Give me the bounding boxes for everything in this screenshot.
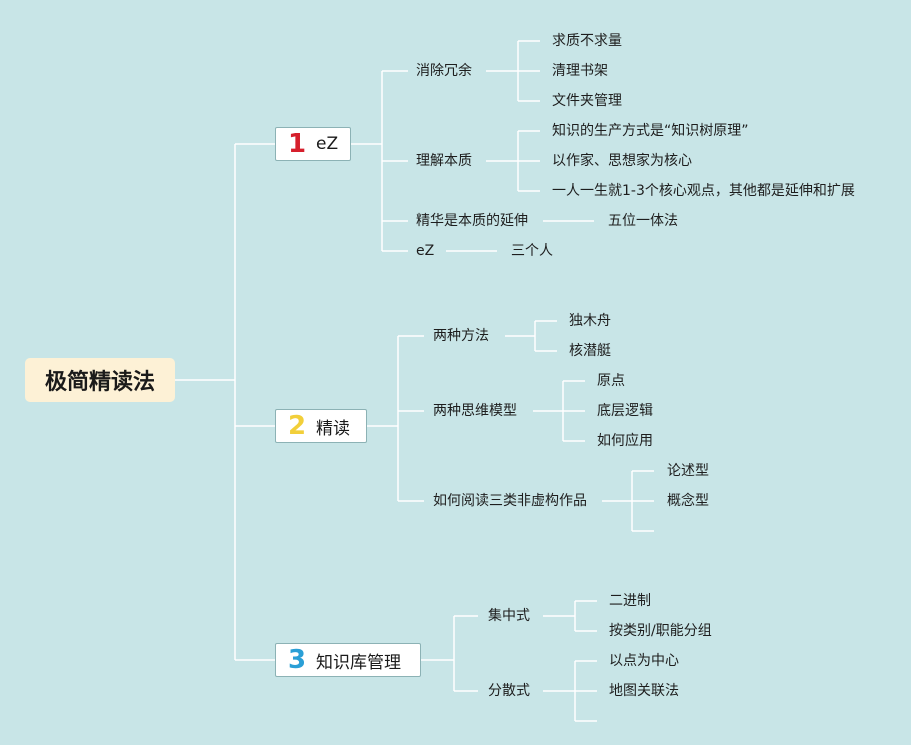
topic-node[interactable]: 集中式 — [488, 608, 530, 624]
number-3-icon: 3 — [287, 645, 307, 675]
leaf-node[interactable]: 求质不求量 — [552, 33, 622, 49]
leaf-node[interactable]: 地图关联法 — [609, 683, 679, 699]
leaf-node[interactable]: 知识的生产方式是“知识树原理” — [552, 123, 749, 139]
number-1-icon: 1 — [287, 129, 307, 159]
leaf-node[interactable]: 以作家、思想家为核心 — [552, 153, 692, 169]
leaf-node[interactable]: 清理书架 — [552, 63, 608, 79]
leaf-node[interactable]: 核潜艇 — [569, 343, 611, 359]
leaf-node[interactable]: 三个人 — [511, 243, 553, 259]
leaf-node[interactable]: 文件夹管理 — [552, 93, 622, 109]
branch-1-node[interactable]: 1 eZ — [275, 127, 351, 161]
leaf-node[interactable]: 原点 — [597, 373, 625, 389]
leaf-node[interactable]: 独木舟 — [569, 313, 611, 329]
topic-node[interactable]: 消除冗余 — [416, 63, 472, 79]
leaf-node[interactable]: 五位一体法 — [608, 213, 678, 229]
topic-node[interactable]: 精华是本质的延伸 — [416, 213, 528, 229]
leaf-node[interactable]: 以点为中心 — [609, 653, 679, 669]
branch-2-node[interactable]: 2 精读 — [275, 409, 367, 443]
topic-node[interactable]: 分散式 — [488, 683, 530, 699]
topic-node[interactable]: eZ — [416, 243, 435, 259]
branch-3-node[interactable]: 3 知识库管理 — [275, 643, 421, 677]
topic-node[interactable]: 理解本质 — [416, 153, 472, 169]
number-2-icon: 2 — [287, 411, 307, 441]
leaf-node[interactable]: 底层逻辑 — [597, 403, 653, 419]
leaf-node[interactable]: 按类别/职能分组 — [609, 623, 712, 639]
leaf-node[interactable]: 二进制 — [609, 593, 651, 609]
leaf-node[interactable]: 一人一生就1-3个核心观点，其他都是延伸和扩展 — [552, 183, 855, 199]
leaf-node[interactable]: 论述型 — [667, 463, 709, 479]
branch-2-label: 精读 — [316, 418, 350, 439]
topic-node[interactable]: 两种方法 — [433, 328, 489, 344]
root-node[interactable]: 极简精读法 — [25, 358, 175, 402]
root-label: 极简精读法 — [44, 370, 155, 395]
leaf-node[interactable]: 概念型 — [667, 493, 709, 509]
branch-3-label: 知识库管理 — [316, 652, 401, 673]
branch-1-label: eZ — [316, 134, 339, 154]
topic-node[interactable]: 如何阅读三类非虚构作品 — [433, 493, 587, 509]
leaf-node[interactable]: 如何应用 — [597, 433, 653, 449]
topic-node[interactable]: 两种思维模型 — [433, 403, 517, 419]
